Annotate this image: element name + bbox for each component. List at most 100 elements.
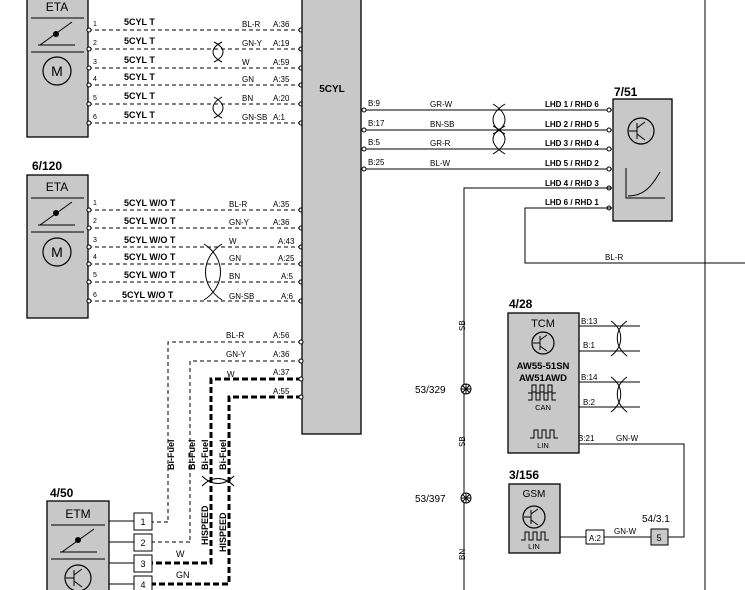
svg-text:5CYL T: 5CYL T	[124, 72, 155, 82]
tcm-id: 4/28	[509, 297, 533, 311]
svg-text:A:36: A:36	[273, 350, 290, 359]
svg-text:1: 1	[140, 517, 145, 527]
splice-label: 54/3.1	[642, 514, 670, 525]
etm-pin-box: 1	[133, 512, 153, 531]
svg-text:GN-SB: GN-SB	[229, 292, 254, 301]
svg-text:GN-Y: GN-Y	[226, 350, 247, 359]
svg-text:LHD 6 / RHD 1: LHD 6 / RHD 1	[545, 198, 599, 207]
svg-text:5: 5	[93, 272, 97, 279]
ecm-label: 5CYL	[319, 84, 345, 95]
pedal-extra-wires	[463, 187, 745, 590]
svg-text:A:36: A:36	[273, 218, 290, 227]
pedal-extra-row: LHD 6 / RHD 1	[545, 198, 599, 207]
eta2-id: 6/120	[32, 159, 62, 173]
svg-text:GN: GN	[242, 75, 254, 84]
svg-text:5CYL W/O T: 5CYL W/O T	[124, 252, 176, 262]
eta-top-wires	[86, 27, 304, 126]
svg-text:3: 3	[93, 237, 97, 244]
svg-text:M: M	[51, 244, 63, 260]
svg-text:LHD 1 / RHD 6: LHD 1 / RHD 6	[545, 100, 599, 109]
ecm-left-row: W A:37	[227, 368, 290, 379]
ground-connector	[460, 492, 472, 504]
svg-text:5CYL T: 5CYL T	[124, 36, 155, 46]
eta-top-label: ETA	[46, 0, 68, 14]
ecm-5cyl-module	[301, 0, 362, 435]
ground-label-2: 53/397	[415, 494, 446, 505]
tcm-can-wires	[579, 320, 685, 538]
svg-text:BN-SB: BN-SB	[430, 120, 454, 129]
eta2-row: 6 5CYL W/O T GN-SB A:6	[93, 290, 294, 301]
ground-connector	[460, 383, 472, 395]
eta-top-row: 5 5CYL T BN A:20	[93, 91, 290, 103]
svg-text:A:43: A:43	[278, 237, 295, 246]
svg-text:4: 4	[93, 254, 97, 261]
motor-icon: M	[42, 56, 72, 86]
svg-text:5CYL W/O T: 5CYL W/O T	[124, 198, 176, 208]
etm-module	[46, 500, 110, 590]
hispeed-label: HISPEED	[218, 512, 228, 552]
svg-text:GR-R: GR-R	[430, 139, 451, 148]
tcm-term: B:2	[583, 398, 596, 407]
pedal-extra-row: LHD 4 / RHD 3	[545, 179, 599, 188]
eta2-wires	[86, 207, 304, 304]
tcm-term: B:13	[581, 317, 598, 326]
svg-text:BN: BN	[242, 94, 253, 103]
bifuel-label: Bi-Fuel	[187, 440, 197, 471]
svg-text:A:59: A:59	[273, 58, 290, 67]
ecm-right-row: B:17 BN-SB LHD 2 / RHD 5	[368, 119, 599, 129]
svg-text:GN-SB: GN-SB	[242, 113, 267, 122]
tcm-can-label: CAN	[535, 403, 551, 412]
svg-text:3: 3	[93, 59, 97, 66]
svg-text:GN: GN	[229, 254, 241, 263]
svg-text:W: W	[242, 58, 250, 67]
svg-text:LHD 4 / RHD 3: LHD 4 / RHD 3	[545, 179, 599, 188]
lin-signal-icon	[521, 531, 549, 541]
eta-module-top	[26, 0, 89, 138]
svg-text:5CYL W/O T: 5CYL W/O T	[124, 270, 176, 280]
tcm-term: B:21	[578, 434, 595, 443]
ecm-right-row: B:25 BL-W LHD 5 / RHD 2	[368, 158, 599, 168]
ground-label-1: 53/329	[415, 385, 446, 396]
svg-text:1: 1	[93, 21, 97, 28]
svg-text:1: 1	[93, 200, 97, 207]
etm-pin-box: 3	[133, 554, 153, 573]
ecm-left-row: A:55	[273, 387, 290, 396]
etm-label: ETM	[65, 507, 90, 521]
throttle-icon	[38, 201, 75, 226]
motor-icon: M	[42, 237, 72, 267]
throttle-icon	[60, 528, 97, 553]
svg-text:5: 5	[93, 95, 97, 102]
svg-text:M: M	[51, 63, 63, 79]
ecm-left-row: BL-R A:56	[226, 331, 290, 340]
pedal-bottom-wire-color: BL-R	[605, 253, 623, 262]
svg-text:A:55: A:55	[273, 387, 290, 396]
svg-text:BL-R: BL-R	[242, 20, 260, 29]
etm-pin-wires	[109, 520, 134, 585]
eta-top-row: 6 5CYL T GN-SB A:1	[93, 110, 286, 122]
ecm-left-row: GN-Y A:36	[226, 350, 290, 359]
ecm-right-wires	[361, 103, 612, 211]
svg-text:4: 4	[93, 76, 97, 83]
ground-wire-color: SB	[458, 436, 467, 447]
svg-text:A:36: A:36	[273, 20, 290, 29]
pedal-id: 7/51	[614, 85, 638, 99]
svg-text:5CYL T: 5CYL T	[124, 55, 155, 65]
tcm-term: B:1	[583, 341, 596, 350]
svg-text:A:5: A:5	[281, 272, 294, 281]
svg-text:LHD 3 / RHD 4: LHD 3 / RHD 4	[545, 139, 599, 148]
eta2-row: 5 5CYL W/O T BN A:5	[93, 270, 294, 281]
etm-wire-gn: GN	[176, 570, 190, 580]
gsm-lin-label: LIN	[528, 542, 540, 551]
eta-top-row: 2 5CYL T GN-Y A:19	[93, 36, 290, 48]
tcm-lin-label: LIN	[537, 441, 549, 450]
svg-text:B:5: B:5	[368, 138, 381, 147]
bifuel-label: Bi-Fuel	[218, 440, 228, 471]
svg-text:A:2: A:2	[589, 534, 602, 543]
tcm-lin-color: GN-W	[616, 434, 639, 443]
svg-text:5CYL W/O T: 5CYL W/O T	[124, 235, 176, 245]
sensor-curve-icon	[625, 168, 665, 199]
lin-signal-icon	[530, 429, 558, 439]
gsm-wire-color: GN-W	[614, 527, 637, 536]
gsm-module	[508, 483, 561, 554]
ground-wire-color: BN	[458, 549, 467, 560]
